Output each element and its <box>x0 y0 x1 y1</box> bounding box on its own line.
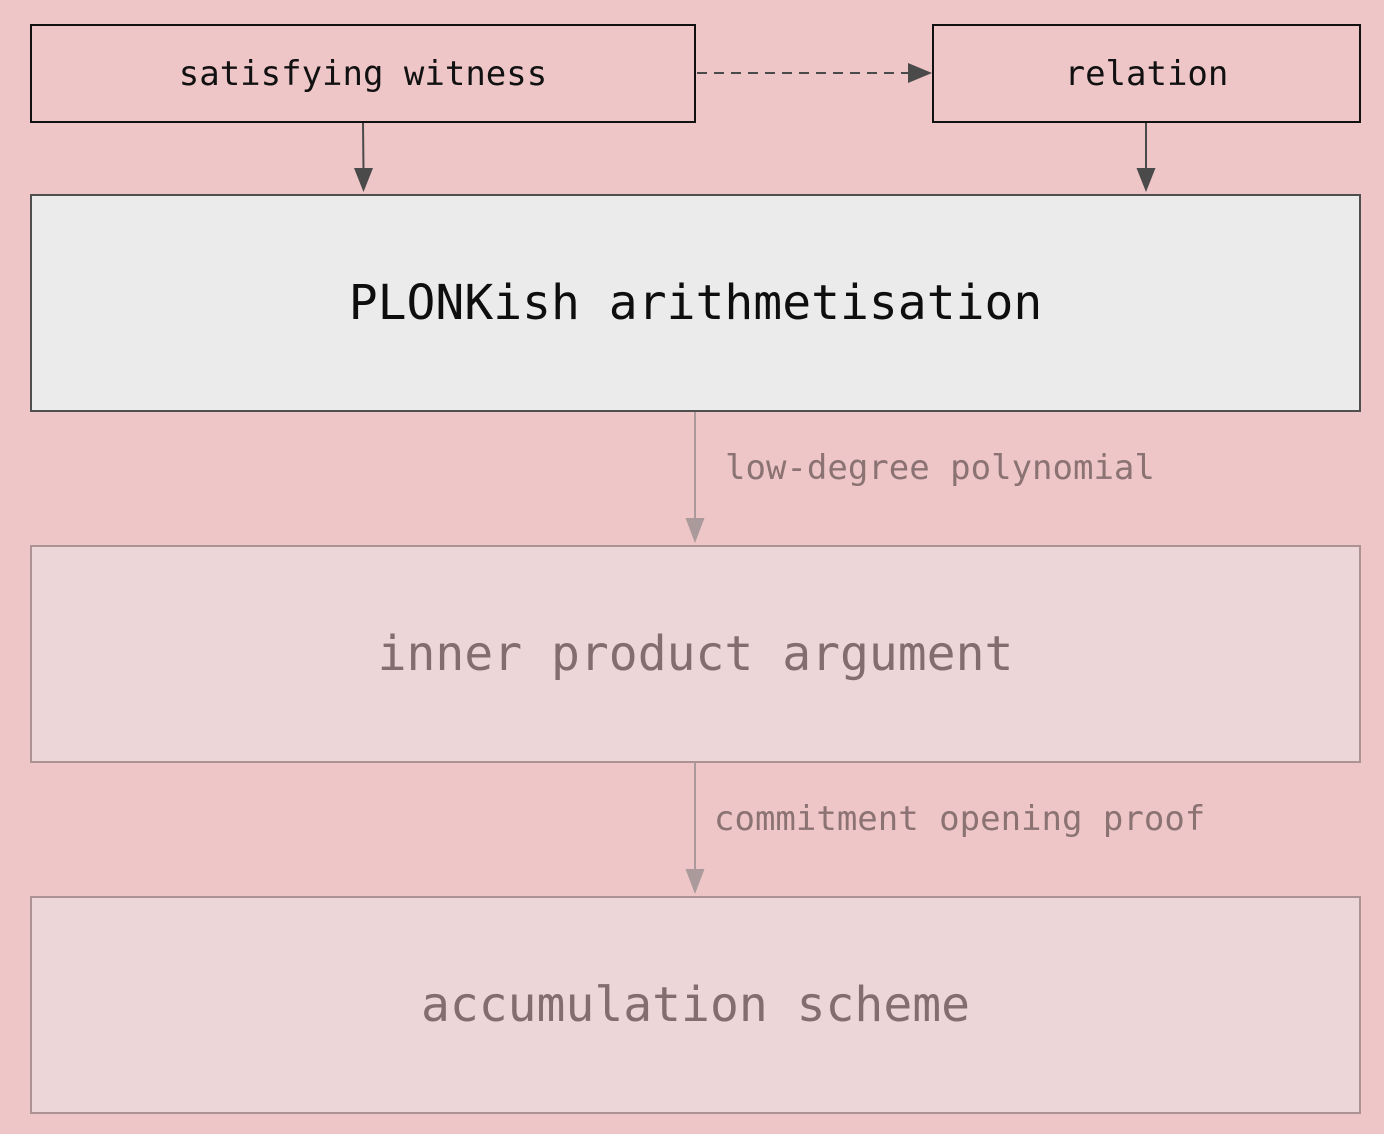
arrowhead-ipa-to-accumulation <box>685 869 705 894</box>
inner-product-argument-label: inner product argument <box>377 626 1014 682</box>
low-degree-polynomial-edge-label: low-degree polynomial <box>725 448 1155 488</box>
relation-node: relation <box>932 24 1361 123</box>
accumulation-scheme-node: accumulation scheme <box>30 896 1361 1114</box>
plonkish-arithmetisation-label: PLONKish arithmetisation <box>348 275 1043 331</box>
arrowhead-relation-to-plonk <box>1136 168 1156 192</box>
satisfying-witness-label: satisfying witness <box>178 53 548 94</box>
inner-product-argument-node: inner product argument <box>30 545 1361 763</box>
arrowhead-plonk-to-ipa <box>685 518 705 543</box>
arrowhead-witness-to-plonk <box>354 168 373 192</box>
commitment-opening-proof-edge-label: commitment opening proof <box>714 799 1206 839</box>
plonkish-arithmetisation-node: PLONKish arithmetisation <box>30 194 1361 412</box>
accumulation-scheme-label: accumulation scheme <box>420 977 971 1033</box>
arrow-witness-to-plonk <box>362 122 365 171</box>
relation-label: relation <box>1064 53 1229 94</box>
satisfying-witness-node: satisfying witness <box>30 24 696 123</box>
arrowhead-witness-to-relation <box>908 63 932 83</box>
